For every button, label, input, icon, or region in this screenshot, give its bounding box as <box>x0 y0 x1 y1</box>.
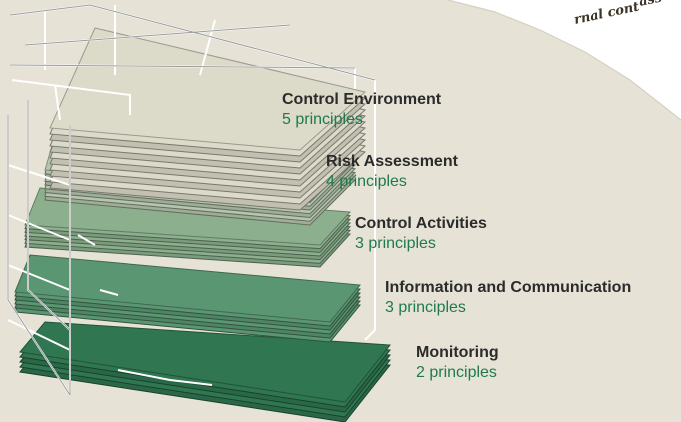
layer-stack <box>14 27 391 422</box>
layer-monitoring <box>19 321 391 422</box>
layer-top-sheet <box>19 321 391 403</box>
layer-name-control-activities: Control Activities <box>355 215 487 232</box>
paper-corner: ass rnal cont <box>447 0 681 121</box>
layer-name-information-communication: Information and Communication <box>385 279 632 296</box>
layer-top-sheet <box>14 254 361 323</box>
frame-front <box>7 3 376 396</box>
layer-name-monitoring: Monitoring <box>416 344 499 361</box>
label-risk-assessment: Risk Assessment 4 principles <box>326 152 458 192</box>
corner-text-1: ass <box>638 0 664 10</box>
layer-count-control-environment: 5 principles <box>282 111 363 128</box>
layer-count-risk-assessment: 4 principles <box>326 173 407 190</box>
layer-control-environment <box>49 27 367 211</box>
layer-count-control-activities: 3 principles <box>355 235 436 252</box>
layer-count-monitoring: 2 principles <box>416 364 497 381</box>
label-control-activities: Control Activities 3 principles <box>355 214 487 254</box>
layer-count-information-communication: 3 principles <box>385 299 466 316</box>
layer-name-risk-assessment: Risk Assessment <box>326 153 458 170</box>
label-information-communication: Information and Communication 3 principl… <box>385 278 631 318</box>
layer-name-control-environment: Control Environment <box>282 91 442 108</box>
label-control-environment: Control Environment 5 principles <box>282 90 441 130</box>
layer-top-sheet <box>49 27 367 151</box>
layer-information-communication <box>14 254 361 343</box>
label-monitoring: Monitoring 2 principles <box>416 343 499 383</box>
